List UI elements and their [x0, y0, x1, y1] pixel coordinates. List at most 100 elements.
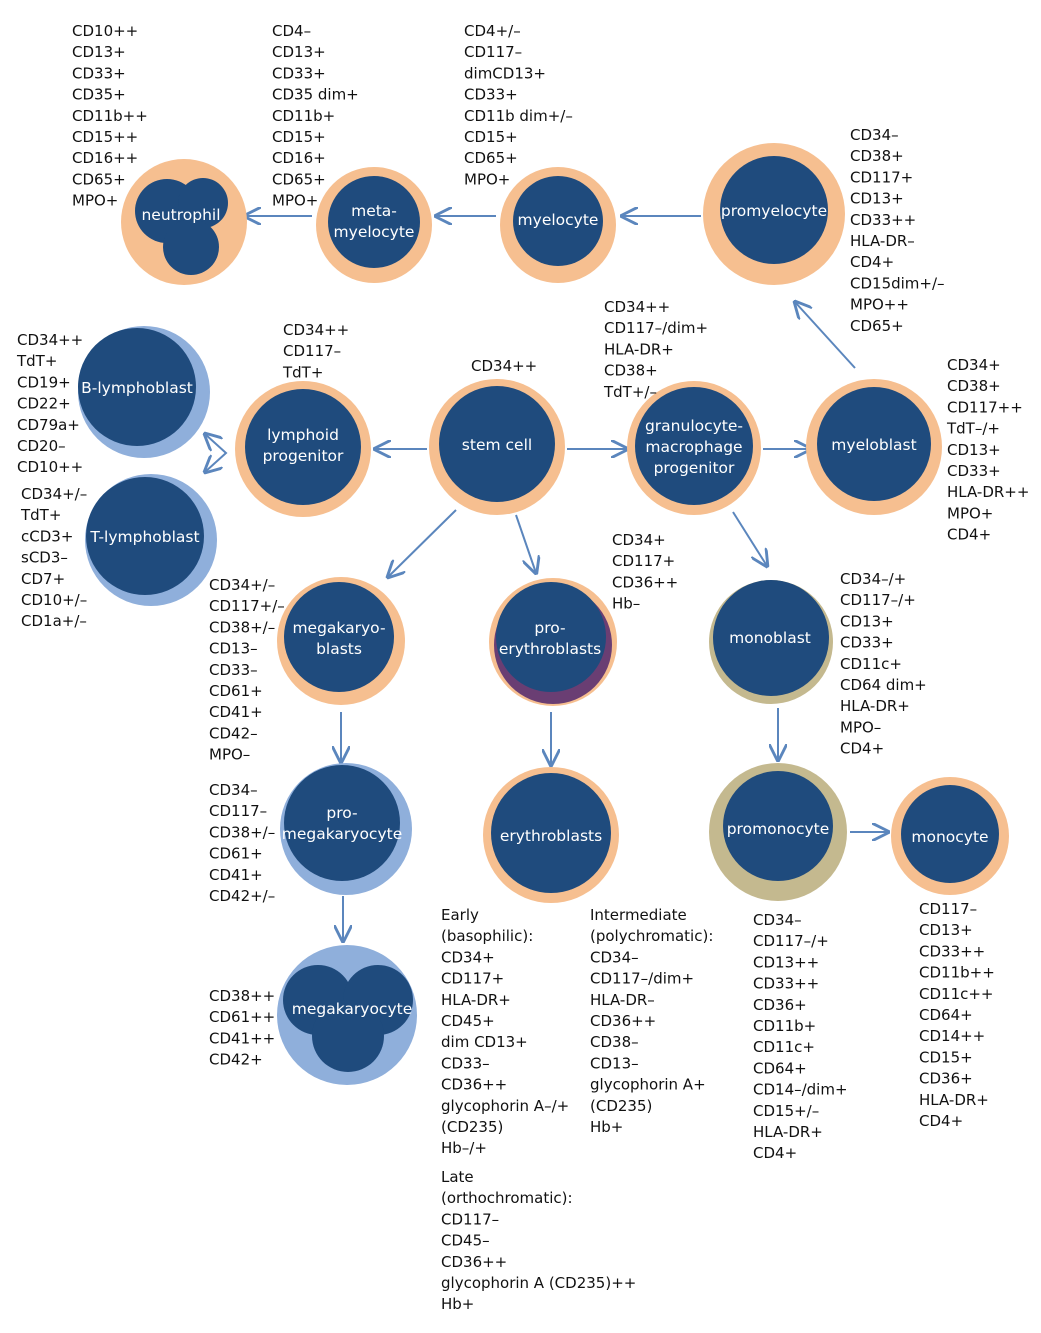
- marker-line: MPO++: [850, 296, 909, 314]
- marker-line: HLA-DR+: [753, 1123, 823, 1141]
- metamyelocyte-markers: CD4–CD13+CD33+CD35 dim+CD11b+CD15+CD16+C…: [272, 22, 359, 210]
- marker-line: CD34–: [590, 948, 639, 966]
- cell-label-line: erythroblasts: [499, 640, 601, 658]
- cell-label-line: stem cell: [462, 436, 532, 454]
- marker-line: CD11c++: [919, 985, 994, 1003]
- myelocyte-label: myelocyte: [518, 211, 599, 229]
- megakaryoblasts-cell: megakaryo-blasts: [277, 577, 405, 705]
- neutrophil-cell: neutrophil: [121, 159, 247, 285]
- marker-line: Intermediate: [590, 906, 687, 924]
- cell-label-line: neutrophil: [141, 206, 220, 224]
- arrow-stem-to-megakaryoblasts: [388, 509, 457, 577]
- cell-label-line: erythroblasts: [500, 827, 602, 845]
- marker-line: CD117–: [283, 342, 341, 360]
- megakaryoblasts-markers: CD34+/–CD117+/–CD38+/–CD13–CD33–CD61+CD4…: [209, 576, 285, 764]
- marker-line: CD117+/–: [209, 597, 285, 615]
- monocyte-label: monocyte: [911, 828, 988, 846]
- marker-line: HLA-DR–: [590, 991, 655, 1009]
- marker-line: CD64+: [753, 1059, 807, 1077]
- marker-line: CD79a+: [17, 416, 80, 434]
- marker-line: CD33++: [753, 975, 819, 993]
- marker-line: CD34+: [947, 356, 1001, 374]
- marker-line: CD34+/–: [21, 485, 87, 503]
- marker-line: CD15+: [464, 128, 518, 146]
- marker-line: CD11b++: [919, 964, 995, 982]
- marker-line: CD13+: [840, 612, 894, 630]
- marker-line: Hb+: [441, 1295, 474, 1313]
- marker-line: CD13+: [919, 921, 973, 939]
- metamyelocyte-cell: meta-myelocyte: [316, 167, 432, 283]
- marker-line: CD41+: [209, 703, 263, 721]
- marker-line: CD36++: [441, 1253, 507, 1271]
- marker-line: CD38++: [209, 987, 275, 1005]
- cell-label-line: B-lymphoblast: [81, 379, 193, 397]
- marker-line: CD61+: [209, 682, 263, 700]
- marker-line: CD117–/dim+: [604, 319, 708, 337]
- marker-line: CD15dim+/–: [850, 274, 945, 292]
- marker-line: CD11c+: [753, 1038, 815, 1056]
- marker-line: glycophorin A (CD235)++: [441, 1274, 636, 1292]
- marker-line: CD117–: [209, 802, 267, 820]
- cell-label-line: promonocyte: [727, 820, 830, 838]
- marker-line: CD33+: [72, 64, 126, 82]
- marker-line: CD1a+/–: [21, 612, 87, 630]
- proerythroblasts-label: pro-erythroblasts: [499, 619, 601, 658]
- marker-line: CD117+: [441, 970, 504, 988]
- monoblast-label: monoblast: [729, 629, 811, 647]
- marker-line: sCD3–: [21, 549, 68, 567]
- promegakaryocyte-markers: CD34–CD117–CD38+/–CD61+CD41+CD42+/–: [209, 781, 275, 905]
- marker-line: CD4+/–: [464, 22, 521, 40]
- marker-line: CD65+: [464, 149, 518, 167]
- marker-line: CD10++: [72, 22, 138, 40]
- megakaryocyte-markers: CD38++CD61++CD41++CD42+: [209, 987, 275, 1069]
- marker-line: CD34–: [209, 781, 258, 799]
- megakaryocyte-label: megakaryocyte: [292, 1000, 413, 1018]
- marker-line: CD41+: [209, 866, 263, 884]
- arrow-myeloblast-to-promyelocyte: [795, 302, 856, 369]
- marker-line: TdT+: [16, 352, 57, 370]
- marker-line: TdT–/+: [946, 420, 1000, 438]
- cell-label-line: blasts: [316, 640, 362, 658]
- marker-line: CD13+: [850, 190, 904, 208]
- marker-line: CD64 dim+: [840, 676, 927, 694]
- marker-line: CD15+/–: [753, 1102, 819, 1120]
- marker-line: CD14++: [919, 1027, 985, 1045]
- marker-line: CD33++: [850, 211, 916, 229]
- marker-line: CD34+/–: [209, 576, 275, 594]
- promonocyte-cell: promonocyte: [709, 763, 847, 901]
- t-lymphoblast-cell: T-lymphoblast: [85, 474, 217, 606]
- marker-lists: CD10++CD13+CD33+CD35+CD11b++CD15++CD16++…: [16, 22, 1029, 1313]
- marker-line: CD15+: [272, 128, 326, 146]
- marker-line: CD36+: [919, 1070, 973, 1088]
- arrow-lymphoid-to-b-and-t: [205, 434, 228, 472]
- marker-line: (CD235): [590, 1097, 652, 1115]
- marker-line: CD13+: [72, 43, 126, 61]
- promyelocyte-cell: promyelocyte: [703, 143, 845, 285]
- marker-line: CD38+/–: [209, 618, 275, 636]
- marker-line: CD45–: [441, 1232, 490, 1250]
- marker-line: CD7+: [21, 570, 65, 588]
- marker-line: TdT+/–: [603, 383, 657, 401]
- myelocyte-cell: myelocyte: [500, 167, 616, 283]
- cell-label-line: promyelocyte: [721, 202, 827, 220]
- marker-line: CD11b dim+/–: [464, 107, 573, 125]
- marker-line: MPO–: [840, 718, 881, 736]
- marker-line: CD117–: [441, 1210, 499, 1228]
- cell-label-line: pro-: [534, 619, 565, 637]
- erythroblast-late-markers: Late(orthochromatic):CD117–CD45–CD36++gl…: [441, 1168, 636, 1313]
- marker-line: CD117+: [850, 168, 913, 186]
- marker-line: CD117++: [947, 398, 1023, 416]
- metamyelocyte-label: meta-myelocyte: [334, 202, 415, 241]
- b-lymphoblast-label: B-lymphoblast: [81, 379, 193, 397]
- arrow-gm-to-monoblast: [732, 511, 767, 566]
- marker-line: HLA-DR–: [850, 232, 915, 250]
- proerythroblasts-markers: CD34+CD117+CD36++Hb–: [612, 531, 678, 613]
- erythroblast-intermediate-markers: Intermediate(polychromatic):CD34–CD117–/…: [590, 906, 713, 1136]
- marker-line: CD35+: [72, 86, 126, 104]
- marker-line: CD13+: [947, 441, 1001, 459]
- promegakaryocyte-cell: pro-megakaryocyte: [280, 763, 412, 895]
- cell-label-line: megakaryocyte: [292, 1000, 413, 1018]
- monocyte-cell: monocyte: [891, 777, 1009, 895]
- marker-line: CD35 dim+: [272, 86, 359, 104]
- cell-label-line: progenitor: [654, 459, 735, 477]
